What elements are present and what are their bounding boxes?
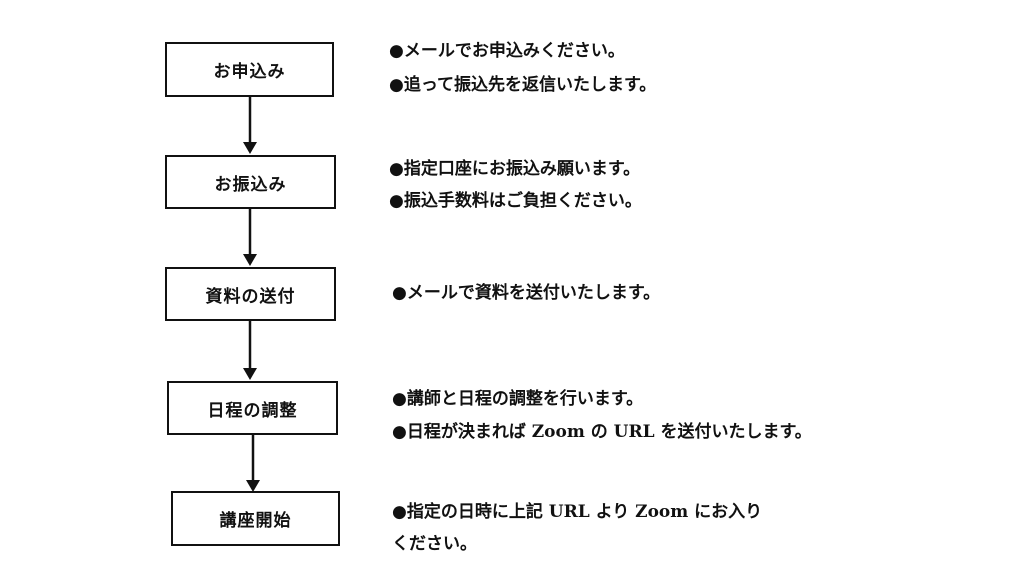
step-3-line-1: ●メールで資料を送付いたします。 bbox=[392, 283, 661, 303]
step-4-line-2: ●日程が決まれば Zoom の URL を送付いたします。 bbox=[392, 422, 812, 442]
step-2-line-1: ●指定口座にお振込み願います。 bbox=[389, 159, 641, 179]
step-5-line-1: ●指定の日時に上記 URL より Zoom にお入り bbox=[392, 502, 763, 522]
bullet-icon: ● bbox=[392, 283, 407, 303]
bullet-icon: ● bbox=[392, 422, 407, 442]
bullet-icon: ● bbox=[392, 502, 407, 522]
step-2-line-2: ●振込手数料はご負担ください。 bbox=[389, 191, 642, 211]
step-box-materials: 資料の送付 bbox=[165, 267, 336, 321]
bullet-icon: ● bbox=[389, 75, 404, 95]
step-box-course-start: 講座開始 bbox=[171, 491, 340, 546]
flow-arrow-3 bbox=[243, 321, 257, 380]
step-label-payment: お振込み bbox=[214, 174, 287, 195]
step-1-line-1: ●メールでお申込みください。 bbox=[389, 41, 625, 61]
step-label-course-start: 講座開始 bbox=[219, 511, 292, 531]
step-label-materials: 資料の送付 bbox=[205, 286, 296, 307]
flow-arrow-1 bbox=[243, 97, 257, 154]
bullet-icon: ● bbox=[389, 159, 404, 179]
step-label-application: お申込み bbox=[213, 62, 286, 82]
flow-arrow-4 bbox=[246, 435, 260, 492]
step-1-line-2: ●追って振込先を返信いたします。 bbox=[389, 75, 657, 95]
step-4-line-1: ●講師と日程の調整を行います。 bbox=[392, 389, 644, 409]
step-box-scheduling: 日程の調整 bbox=[167, 381, 338, 435]
flow-arrow-2 bbox=[243, 209, 257, 266]
step-5-line-1-continuation: ください。 bbox=[392, 534, 477, 554]
step-box-payment: お振込み bbox=[165, 155, 336, 209]
bullet-icon: ● bbox=[392, 389, 407, 409]
bullet-icon: ● bbox=[389, 191, 404, 211]
bullet-icon: ● bbox=[389, 41, 404, 61]
step-label-scheduling: 日程の調整 bbox=[207, 400, 298, 421]
step-box-application: お申込み bbox=[165, 42, 334, 97]
